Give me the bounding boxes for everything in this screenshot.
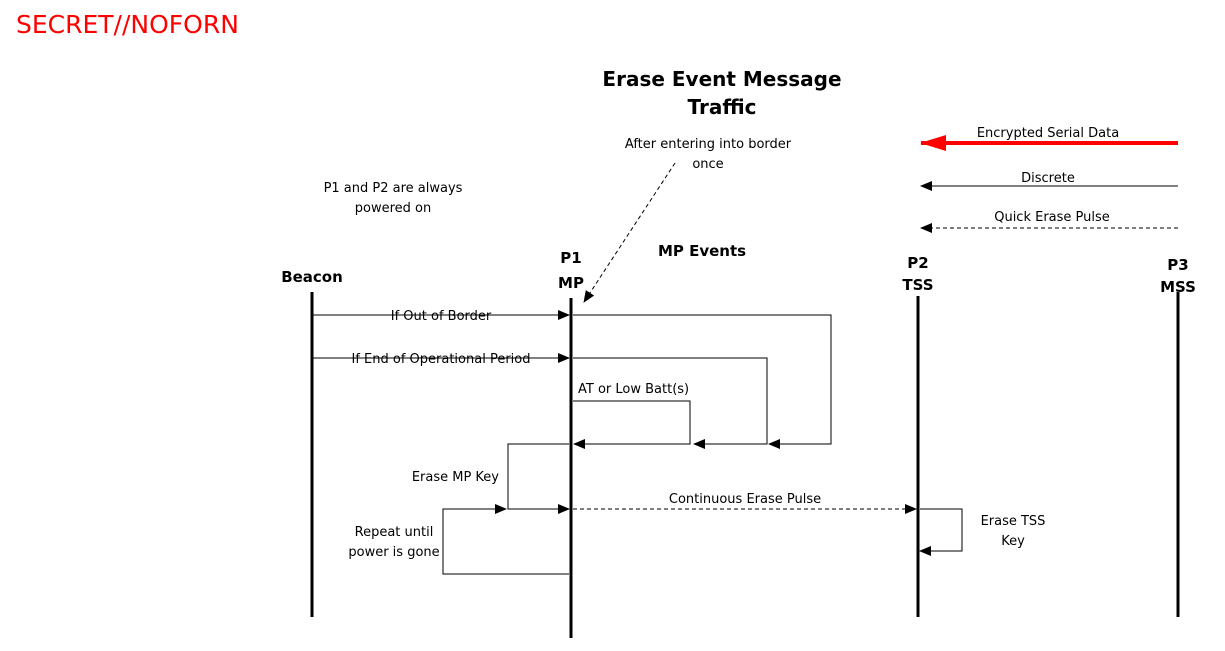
tss-label: TSS [902,276,933,294]
end-of-period-label: If End of Operational Period [352,352,531,367]
p2-label: P2 [907,254,928,272]
low-batt-loop [573,400,691,449]
out-of-border-label: If Out of Border [391,309,492,324]
legend-quick-erase-label: Quick Erase Pulse [994,210,1110,225]
border-note-line1: After entering into border [625,137,792,152]
mp-events-label: MP Events [658,242,746,260]
repeat-label-line2: power is gone [348,545,439,560]
mp-label: MP [558,274,584,292]
powered-note-line1: P1 and P2 are always [324,181,463,196]
erase-tss-key-line2: Key [1001,534,1025,549]
continuous-erase-label: Continuous Erase Pulse [669,492,821,507]
mss-label: MSS [1160,278,1196,296]
repeat-loop [442,504,569,575]
low-batt-label: AT or Low Batt(s) [578,382,689,397]
beacon-label: Beacon [281,268,343,286]
erase-mp-key-loop [507,443,570,514]
erase-tss-key-loop [919,508,963,556]
legend-encrypted-label: Encrypted Serial Data [977,126,1119,141]
border-note-pointer [583,162,676,303]
diagram-title-line1: Erase Event Message [602,67,841,91]
legend-discrete-label: Discrete [1021,171,1075,186]
repeat-label-line1: Repeat until [355,525,434,540]
p3-label: P3 [1167,256,1188,274]
border-note-line2: once [692,157,723,172]
powered-note-line2: powered on [355,201,431,216]
diagram-title-line2: Traffic [688,95,757,119]
erase-tss-key-line1: Erase TSS [981,514,1046,529]
end-of-period-loop [573,357,768,449]
out-of-border-loop [573,314,832,449]
p1-label: P1 [560,249,581,267]
legend: Encrypted Serial Data Discrete Quick Era… [920,126,1178,233]
erase-mp-key-label: Erase MP Key [412,470,499,485]
classification-banner: SECRET//NOFORN [16,10,239,39]
